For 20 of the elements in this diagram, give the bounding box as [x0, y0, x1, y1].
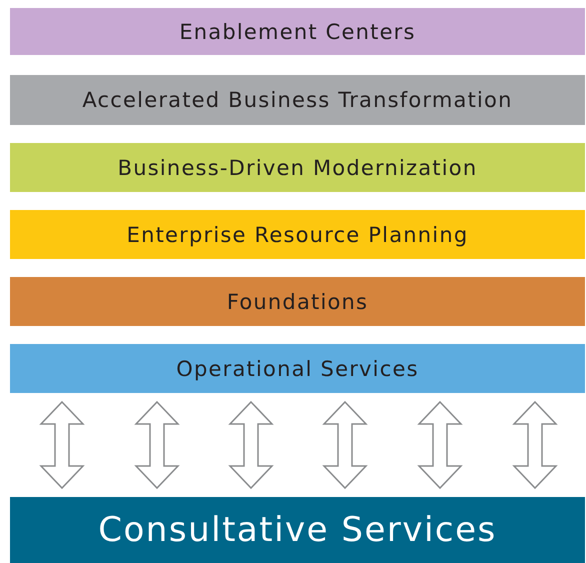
double-arrow — [134, 400, 180, 490]
double-arrow — [417, 400, 463, 490]
layer-label: Operational Services — [176, 356, 419, 380]
layer-label: Accelerated Business Transformation — [82, 88, 513, 112]
double-arrow — [512, 400, 558, 490]
layer-band — [10, 75, 585, 125]
layer-label: Business-Driven Modernization — [118, 156, 478, 180]
layer-band — [10, 8, 585, 55]
layer-band — [10, 497, 585, 563]
double-arrow — [39, 400, 85, 490]
double-arrow — [228, 400, 274, 490]
layer-band — [10, 143, 585, 192]
layer-band — [10, 277, 585, 326]
double-arrow — [322, 400, 368, 490]
layer-label: Consultative Services — [98, 510, 497, 550]
layer-label: Enablement Centers — [179, 20, 416, 44]
layer-label: Foundations — [226, 290, 368, 314]
layer-band — [10, 344, 585, 393]
layer-band — [10, 210, 585, 259]
layer-label: Enterprise Resource Planning — [126, 222, 468, 246]
